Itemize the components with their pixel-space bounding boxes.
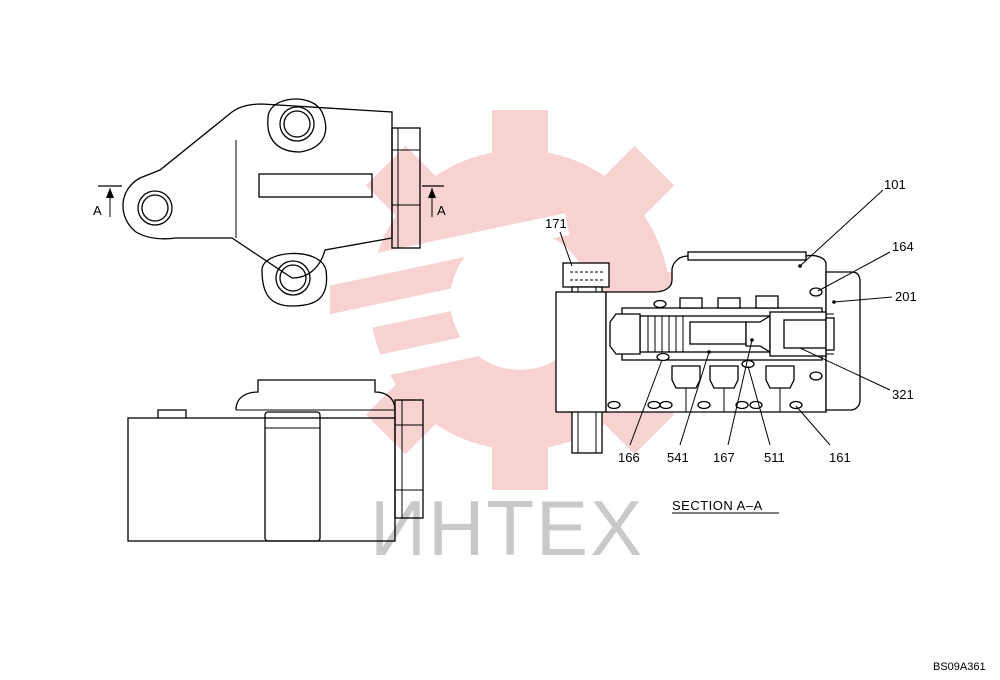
bottom-bolt-hole-inner <box>279 264 307 292</box>
marker-left-letter: A <box>93 203 102 218</box>
top-boss <box>267 98 327 153</box>
lower-port-3 <box>765 365 795 389</box>
bottom-boss <box>261 252 328 307</box>
oring-164 <box>809 287 823 297</box>
oring-164-lower <box>809 371 823 381</box>
spool-neck <box>689 321 747 345</box>
upper-passage-3 <box>755 295 779 309</box>
oring-166 <box>656 352 670 362</box>
top-bolt-hole <box>279 106 315 142</box>
callout-511: 511 <box>764 450 785 465</box>
callouts: 101 164 201 321 171 166 541 167 511 161 <box>545 177 917 465</box>
leader-171 <box>559 231 573 267</box>
callout-164: 164 <box>892 239 914 254</box>
side-body <box>127 417 396 542</box>
end-cap-201 <box>825 271 861 411</box>
oring-top-1 <box>653 299 667 309</box>
spool-land <box>745 314 771 354</box>
flange-plate <box>555 291 607 413</box>
bolt-head <box>562 262 610 288</box>
side-lip <box>157 409 187 418</box>
callout-161: 161 <box>829 450 851 465</box>
plug-hex-top <box>391 127 421 249</box>
leader-201 <box>833 296 893 303</box>
leader-167 <box>727 339 753 446</box>
marker-right-letter: A <box>437 203 446 218</box>
callout-171: 171 <box>545 216 567 231</box>
leader-511 <box>747 365 771 446</box>
name-plate <box>258 173 373 198</box>
side-top-step <box>235 379 396 418</box>
callout-167: 167 <box>713 450 735 465</box>
lower-port-1 <box>671 365 701 389</box>
leader-161 <box>795 405 831 446</box>
marker-left-arrow <box>106 188 114 198</box>
section-view <box>555 251 861 454</box>
callout-541: 541 <box>667 450 689 465</box>
side-view <box>127 379 424 542</box>
plug-tip <box>825 317 835 351</box>
leader-166 <box>629 359 663 446</box>
callout-321: 321 <box>892 387 914 402</box>
plug-hex-side <box>394 399 424 519</box>
top-view-body <box>122 103 393 279</box>
body-top-rib <box>687 251 807 261</box>
section-marker-right: A <box>422 185 446 218</box>
plug-inner <box>783 319 827 349</box>
leader-541 <box>679 351 710 446</box>
callout-101: 101 <box>884 177 906 192</box>
watermark-text: ИНТЕХ <box>370 484 644 572</box>
marker-right-arrow <box>428 188 436 198</box>
leader-101 <box>799 189 884 267</box>
drawing-code: BS09A361 <box>933 661 986 673</box>
left-bolt-hole <box>137 190 173 226</box>
side-cylinder <box>264 411 321 542</box>
top-bolt-hole-inner <box>283 110 311 138</box>
leader-164 <box>817 251 891 292</box>
orings-161 <box>607 400 803 410</box>
upper-passage-1 <box>679 297 703 309</box>
spool-end <box>609 313 641 355</box>
callout-201: 201 <box>895 289 917 304</box>
leader-321 <box>799 347 891 391</box>
callout-166: 166 <box>618 450 640 465</box>
spool-grooves <box>647 316 684 352</box>
upper-passage-2 <box>717 297 741 309</box>
section-marker-left: A <box>93 185 122 218</box>
bottom-bolt-hole <box>275 260 311 296</box>
section-title: SECTION A–A <box>672 498 763 513</box>
left-bolt-hole-inner <box>141 194 169 222</box>
top-view <box>122 98 421 307</box>
lower-port-2 <box>709 365 739 389</box>
